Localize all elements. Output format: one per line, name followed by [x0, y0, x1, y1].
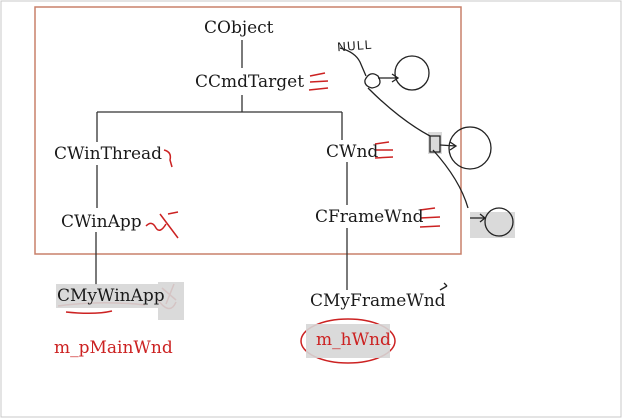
circle-m-hwnd	[300, 318, 396, 364]
class-cwinthread: CWinThread	[54, 144, 163, 164]
pointer-sketch	[339, 47, 514, 291]
mark-cwinapp	[145, 211, 179, 239]
small-arrow-mark	[439, 282, 448, 291]
node-circle-bottom	[484, 207, 514, 237]
curve-top-to-middle	[367, 87, 431, 137]
class-cwinapp: CWinApp	[61, 212, 142, 232]
class-cwnd: CWnd	[326, 142, 379, 162]
node-circle-top	[394, 55, 430, 91]
mark-cwinthread	[163, 149, 173, 168]
member-m-pmainwnd: m_pMainWnd	[54, 338, 173, 358]
class-ccmdtarget: CCmdTarget	[195, 72, 305, 92]
hierarchy-lines	[95, 40, 348, 290]
class-cmyframewnd: CMyFrameWnd	[310, 291, 446, 311]
class-cobject: CObject	[204, 18, 274, 38]
arrow-to-middle-node	[439, 141, 458, 151]
pointer-box-middle	[429, 135, 441, 153]
mark-cwnd	[374, 141, 394, 159]
highlight-smudges	[56, 132, 515, 358]
curve-middle-to-bottom	[432, 149, 469, 209]
small-loop-top	[364, 73, 381, 89]
mark-cframewnd	[419, 207, 441, 228]
mark-ccmdtarget	[308, 72, 329, 91]
node-circle-middle	[448, 126, 492, 170]
class-cframewnd: CFrameWnd	[315, 207, 424, 227]
null-annotation: NULL	[336, 37, 373, 55]
arrow-to-bottom-node	[470, 213, 487, 223]
member-m-hwnd: m_hWnd	[316, 330, 391, 350]
null-pointer-line	[339, 47, 367, 77]
arrow-to-top-node	[378, 73, 400, 83]
class-cmywinapp: CMyWinApp	[57, 286, 165, 306]
mfc-core-frame	[34, 6, 462, 255]
